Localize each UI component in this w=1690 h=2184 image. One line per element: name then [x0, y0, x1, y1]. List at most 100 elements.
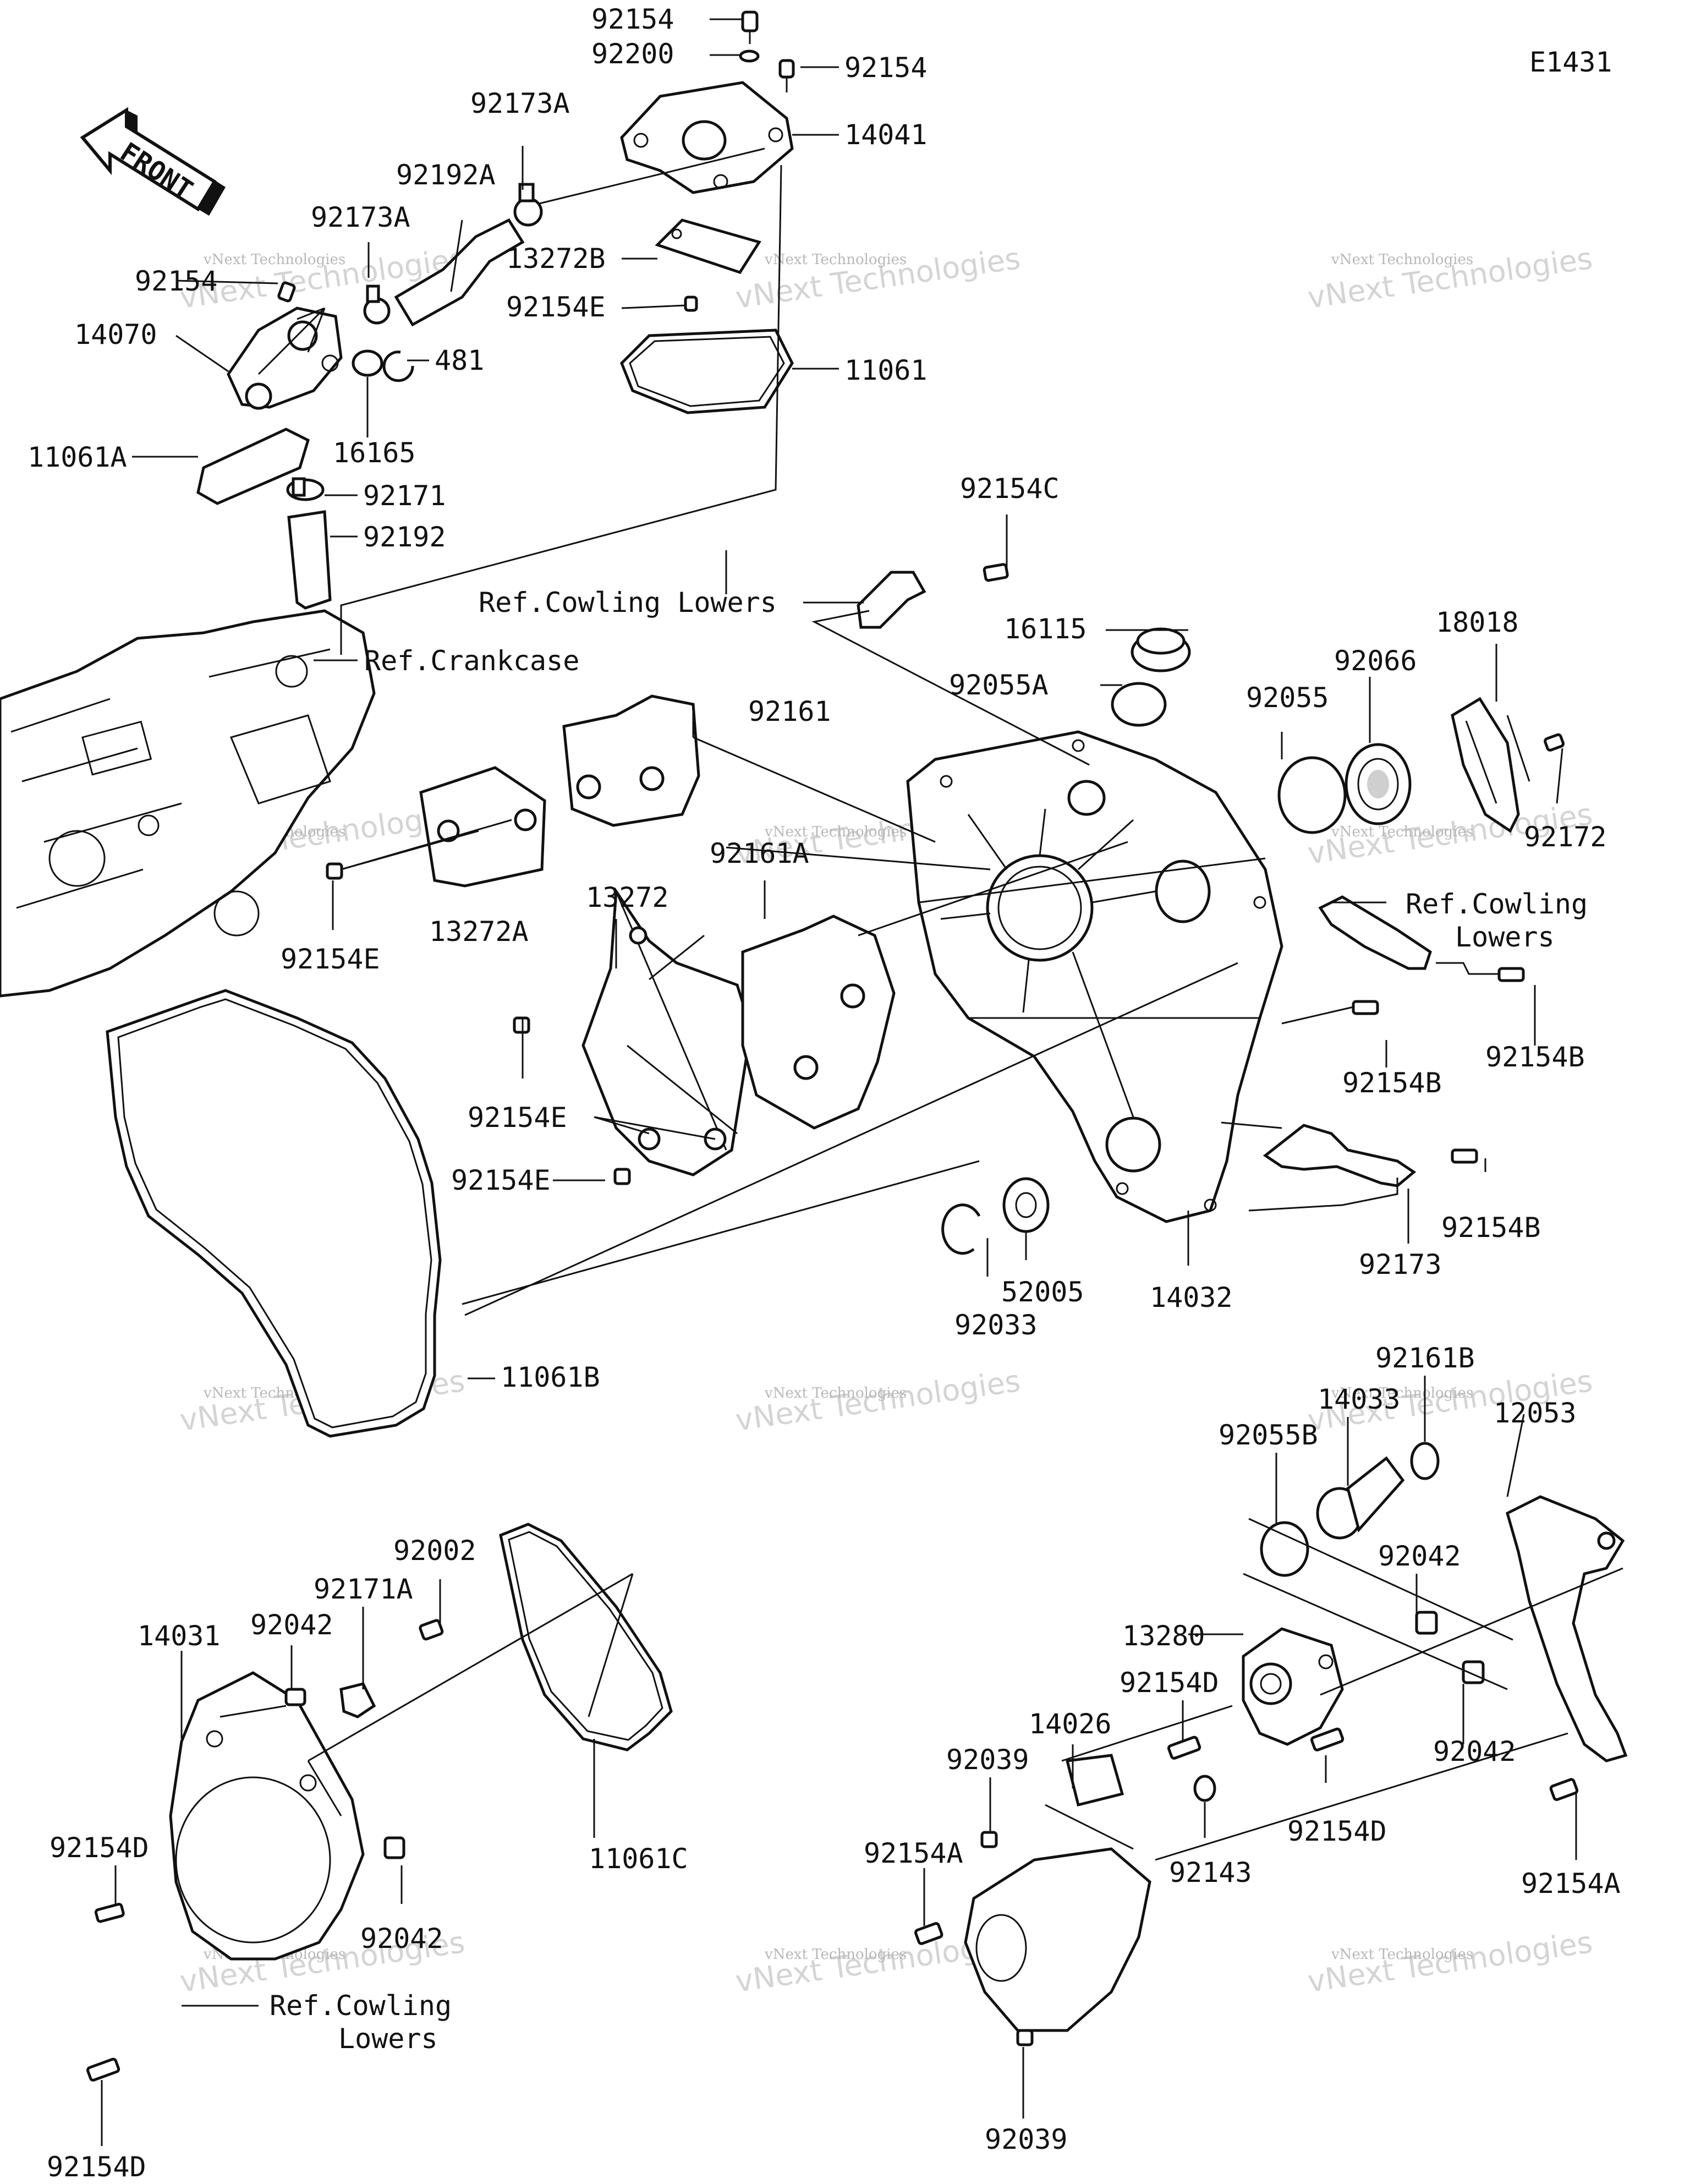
part-label-92055A: 92055A — [949, 669, 1049, 701]
dowel-92042-right-top — [1415, 1611, 1438, 1635]
housing-14070 — [227, 306, 343, 410]
part-label-92200: 92200 — [591, 38, 674, 70]
cover-13272 — [581, 887, 753, 1176]
part-label-92143: 92143 — [1169, 1857, 1252, 1889]
hose-92192 — [287, 510, 332, 610]
part-label-92171: 92171 — [363, 480, 446, 512]
watermark: vNext Technologies — [764, 1385, 907, 1402]
part-label-14070: 14070 — [74, 319, 157, 351]
cover-92161 — [562, 694, 700, 827]
gasket-11061 — [620, 329, 794, 414]
bracket-12053 — [1506, 1495, 1628, 1762]
part-label-11061C: 11061C — [589, 1843, 688, 1875]
part-label-92033: 92033 — [954, 1309, 1038, 1341]
part-label-92154E: 92154E — [451, 1164, 551, 1196]
part-label-92173A: 92173A — [311, 201, 410, 233]
part-label-14041: 14041 — [844, 119, 928, 151]
clamp-92171A — [339, 1682, 376, 1718]
part-label-92154B: 92154B — [1485, 1041, 1585, 1073]
ref-cowling-label: Ref.Cowling — [1406, 888, 1588, 920]
part-label-92154D: 92154D — [1287, 1815, 1387, 1847]
gear-52005 — [1002, 1177, 1050, 1233]
gasket-11061A — [196, 428, 310, 505]
part-label-92066: 92066 — [1334, 645, 1417, 677]
part-label-92039: 92039 — [946, 1744, 1029, 1776]
o-ring-92055 — [1277, 756, 1347, 834]
dowel-92042-left-top — [284, 1688, 306, 1706]
bolt-92154B-mid — [1352, 1000, 1379, 1015]
bolt-92154B-right — [1497, 967, 1525, 982]
cover-14041 — [620, 81, 794, 194]
part-label-14033: 14033 — [1318, 1383, 1401, 1415]
ref-lowers-label: Lowers — [338, 2023, 438, 2055]
part-label-92171A: 92171A — [314, 1573, 413, 1605]
ring-481 — [382, 351, 414, 382]
bolt-92154-top — [741, 10, 759, 44]
part-label-92154C: 92154C — [960, 473, 1060, 505]
clamp-92173A-upper — [513, 183, 543, 227]
part-label-92154D: 92154D — [50, 1832, 149, 1864]
bolt-92154B-lower — [1451, 1148, 1478, 1164]
seal-92161B — [1410, 1442, 1440, 1480]
bolt-92154D-bottom — [86, 2057, 120, 2082]
part-label-92042: 92042 — [360, 1923, 443, 1955]
ref-crankcase-label: Ref.Crankcase — [364, 645, 579, 677]
ref-lowers-label: Lowers — [1455, 921, 1555, 953]
part-label-92154: 92154 — [591, 3, 674, 35]
part-label-92154D: 92154D — [1120, 1667, 1219, 1699]
bolt-92002 — [419, 1619, 444, 1641]
watermark: vNext Technologies — [1331, 1385, 1473, 1402]
part-label-13280: 13280 — [1122, 1620, 1205, 1652]
part-label-92172: 92172 — [1524, 821, 1607, 853]
part-label-92161: 92161 — [748, 696, 831, 727]
part-label-11061: 11061 — [844, 354, 928, 386]
part-label-11061A: 11061A — [28, 441, 127, 473]
o-ring-92055A — [1111, 682, 1167, 727]
part-label-14032: 14032 — [1150, 1282, 1233, 1313]
part-label-13272: 13272 — [586, 882, 669, 913]
part-label-13272B: 13272B — [506, 243, 606, 275]
part-label-92055B: 92055B — [1219, 1419, 1318, 1451]
part-labels: 92154 92200 92154 14041 92173A 92192A 92… — [28, 3, 1621, 2183]
shaft-14033 — [1316, 1456, 1405, 1540]
part-label-92154: 92154 — [135, 265, 218, 297]
part-label-92154E: 92154E — [468, 1102, 567, 1134]
bolt-92154D-left — [94, 1903, 125, 1923]
part-label-92154B: 92154B — [1342, 1067, 1442, 1099]
bolt-92154D-mid — [1167, 1736, 1201, 1760]
part-label-92154E: 92154E — [506, 291, 606, 323]
part-label-52005: 52005 — [1001, 1276, 1084, 1308]
crankcase — [0, 609, 376, 998]
cover-92161A — [741, 915, 896, 1130]
part-label-92161A: 92161A — [710, 838, 809, 869]
watermark: vNext Technologies — [764, 1946, 907, 1963]
dowel-92042-left-low — [383, 1836, 405, 1859]
part-label-92173A: 92173A — [470, 87, 570, 119]
watermark: vNext Technologies — [764, 251, 907, 268]
bracket-92173 — [1263, 1124, 1417, 1187]
hose-92192A — [394, 218, 525, 327]
part-label-92039: 92039 — [985, 2123, 1068, 2155]
part-label-92192: 92192 — [363, 521, 446, 553]
diagram-code: E1431 — [1529, 46, 1612, 78]
bolt-92154A-left — [914, 1922, 943, 1945]
part-label-16115: 16115 — [1004, 613, 1087, 645]
part-label-92042: 92042 — [250, 1609, 333, 1641]
ref-cowling-label: Ref.Cowling — [270, 1990, 452, 2022]
clutch-cover-14032 — [906, 730, 1283, 1223]
watermark: vNext Technologies — [764, 824, 907, 840]
part-label-92192A: 92192A — [396, 159, 496, 191]
part-label-92154: 92154 — [844, 52, 928, 84]
part-label-92042: 92042 — [1433, 1736, 1516, 1767]
bracket-cowling-top — [857, 571, 926, 629]
bolt-92154-top-right — [778, 59, 795, 92]
bolt-92154-left — [277, 281, 296, 303]
leader-lines — [101, 18, 1623, 2146]
watermark: vNext Technologies — [1331, 824, 1473, 840]
part-label-14031: 14031 — [138, 1620, 221, 1652]
front-arrow-icon: FRONT — [80, 107, 226, 216]
part-label-92154E: 92154E — [281, 943, 380, 975]
part-label-16165: 16165 — [333, 437, 416, 469]
dowel-92042-right-low — [1462, 1660, 1485, 1684]
